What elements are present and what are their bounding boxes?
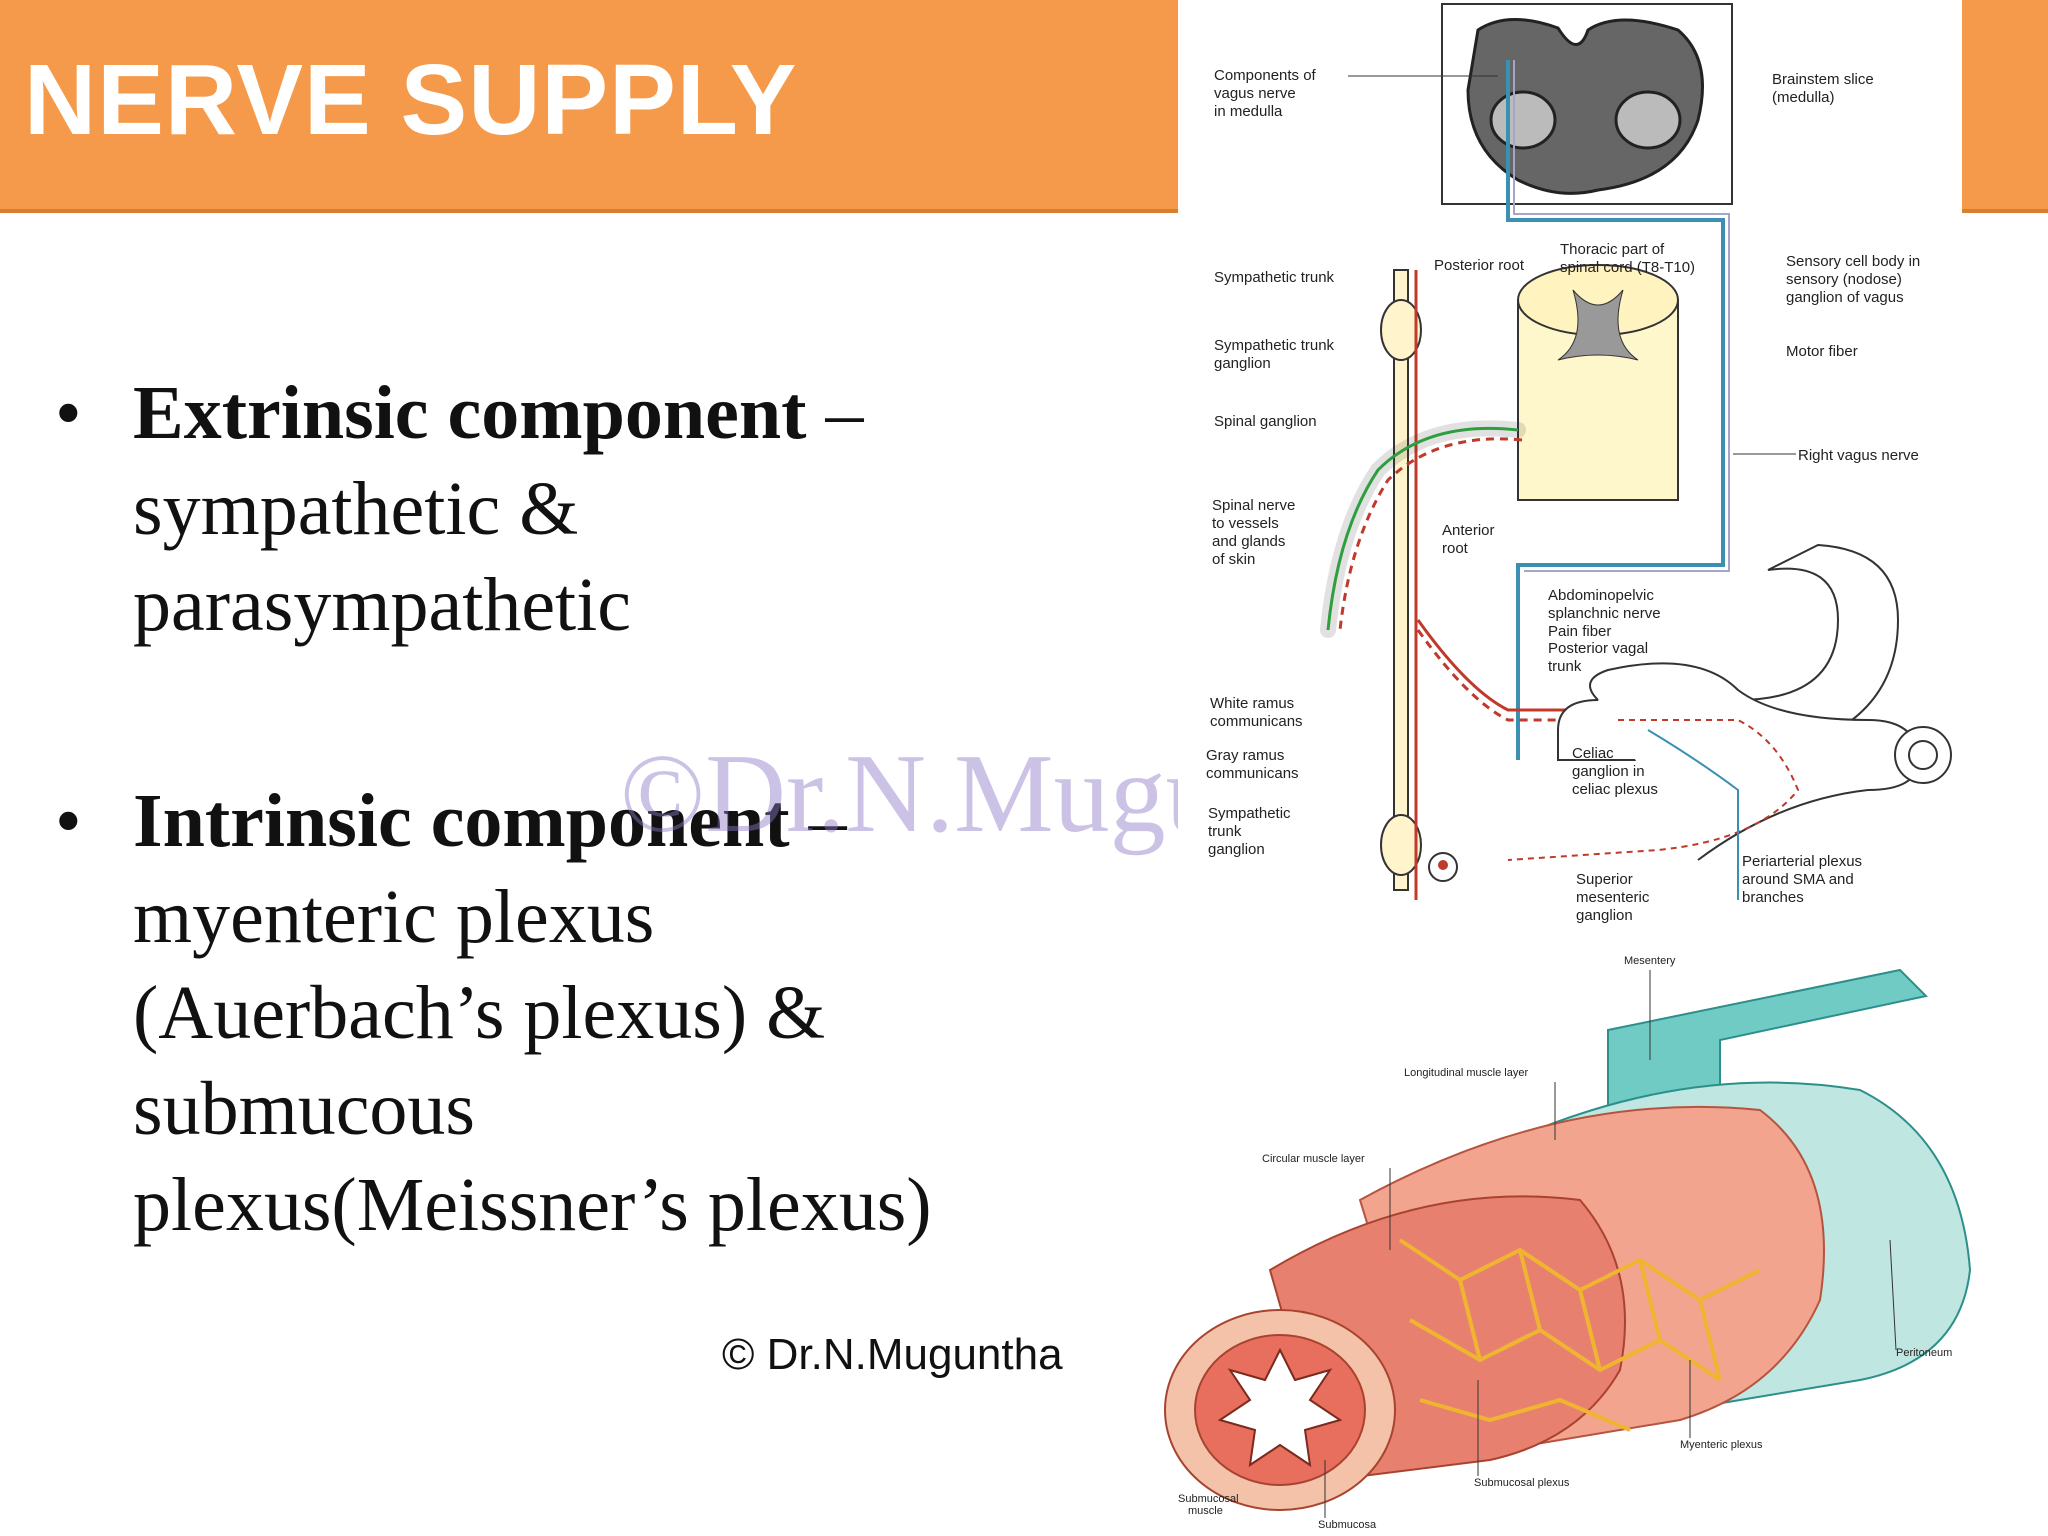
lumen [1217,1347,1343,1468]
label-peritoneum: Peritoneum [1896,1347,1952,1359]
bullet-extrinsic: • Extrinsic component – sympathetic & pa… [55,365,1155,653]
bullet-line: parasympathetic [133,563,632,647]
gut-wall-diagram: Mesentery Longitudinal muscle layer Circ… [1160,940,1990,1536]
label-myenteric: Myenteric plexus [1680,1439,1763,1451]
bullet-dot: • [55,779,82,863]
bullet-line: (Auerbach’s plexus) & [133,971,826,1055]
bullet-heading: Extrinsic component [133,371,807,455]
slide-title: NERVE SUPPLY [24,44,798,156]
label-submucosa: Submucosa [1318,1519,1377,1531]
label-submucosal-plexus: Submucosal plexus [1474,1477,1570,1489]
bullet-dash: – [789,779,847,863]
credit-text: © Dr.N.Muguntha [722,1330,1063,1379]
myenteric-network [1398,1238,1761,1432]
label-motor-fiber: Motor fiber [1786,343,1858,360]
bullet-line: myenteric plexus [133,875,655,959]
sympathetic-trunk [1393,269,1409,891]
bullet-line: plexus(Meissner’s plexus) [133,1163,932,1247]
brainstem-shape [1466,18,1704,195]
bullet-heading: Intrinsic component [133,779,790,863]
vagus-nerve [1506,60,1725,760]
label-sympathetic-trunk: Sympathetic trunk [1214,269,1335,286]
bullet-intrinsic: • Intrinsic component – myenteric plexus… [55,773,1155,1253]
bullet-dash: – [806,371,864,455]
label-right-vagus: Right vagus nerve [1798,447,1919,464]
label-circular: Circular muscle layer [1262,1153,1365,1165]
label-longitudinal: Longitudinal muscle layer [1404,1067,1528,1079]
label-mesentery: Mesentery [1624,955,1676,967]
intestine [1589,662,1920,861]
bullet-list: • Extrinsic component – sympathetic & pa… [55,365,1155,1253]
bullet-dot: • [55,371,82,455]
bullet-line: sympathetic & [133,467,579,551]
label-spinal-ganglion: Spinal ganglion [1214,413,1317,430]
label-posterior-root: Posterior root [1434,257,1525,274]
label-brainstem: Brainstem slice(medulla) [1772,71,1874,106]
bullet-line: submucous [133,1067,475,1151]
